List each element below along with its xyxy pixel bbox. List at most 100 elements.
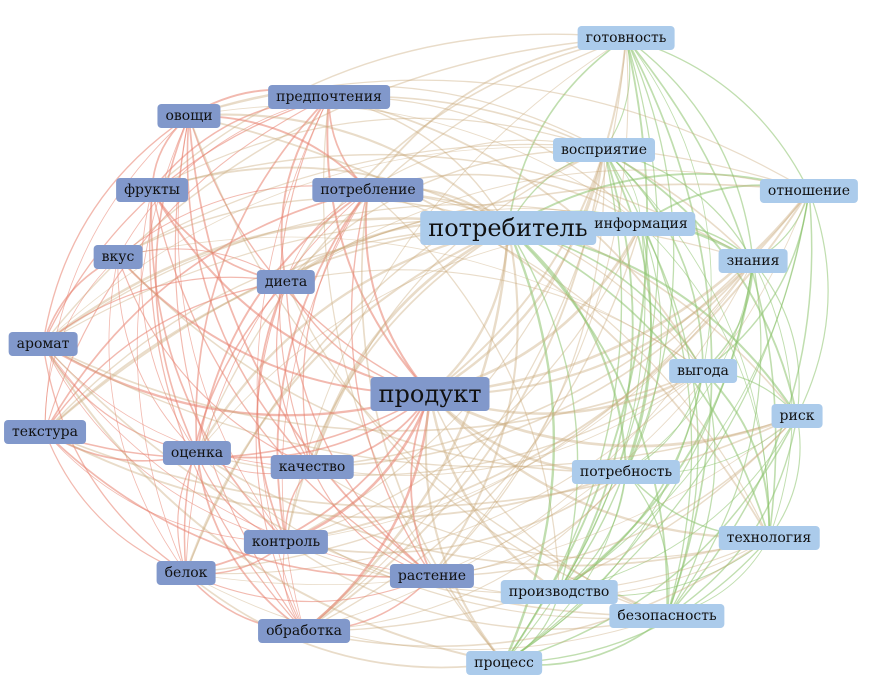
link: [666, 260, 762, 617]
node-label[interactable]: качество: [270, 455, 354, 479]
node-label[interactable]: выгода: [669, 359, 737, 383]
node-label[interactable]: знания: [718, 249, 788, 273]
link: [42, 37, 627, 345]
link: [42, 203, 642, 345]
node-label[interactable]: продукт: [370, 377, 490, 411]
link: [185, 393, 431, 574]
link: [702, 370, 771, 539]
node-label[interactable]: белок: [156, 561, 216, 585]
link: [185, 572, 505, 669]
link: [558, 260, 754, 593]
node-label[interactable]: обработка: [258, 619, 350, 643]
link: [428, 393, 560, 594]
node-label[interactable]: овощи: [157, 104, 221, 128]
link: [285, 223, 642, 543]
link: [360, 189, 505, 664]
link: [185, 189, 369, 574]
link: [185, 572, 668, 651]
link: [285, 471, 627, 554]
link: [177, 452, 198, 574]
link: [285, 269, 704, 372]
link: [42, 343, 704, 432]
link: [149, 189, 305, 632]
node-label[interactable]: растение: [389, 564, 475, 588]
node-label[interactable]: диета: [256, 270, 316, 294]
node-label[interactable]: оценка: [162, 441, 232, 465]
link: [625, 37, 675, 473]
link: [117, 256, 198, 454]
link: [367, 189, 560, 593]
node-label[interactable]: технология: [718, 526, 820, 550]
link: [752, 260, 793, 539]
node-label[interactable]: производство: [500, 580, 618, 604]
link: [303, 471, 627, 632]
node-label[interactable]: контроль: [243, 530, 329, 554]
node-label[interactable]: аромат: [8, 332, 78, 356]
node-label[interactable]: готовность: [577, 26, 675, 50]
link: [44, 115, 190, 433]
link: [429, 393, 770, 540]
node-label[interactable]: фрукты: [116, 178, 188, 202]
link: [431, 415, 798, 577]
link: [151, 166, 509, 229]
link: [185, 149, 605, 574]
link: [140, 189, 198, 454]
link: [281, 189, 369, 632]
link: [625, 471, 670, 617]
link: [196, 452, 770, 567]
link: [303, 415, 798, 632]
link: [558, 223, 652, 593]
link: [303, 260, 754, 632]
node-label[interactable]: предпочтения: [268, 85, 390, 109]
node-label[interactable]: текстура: [4, 420, 86, 444]
link: [151, 189, 287, 283]
link: [311, 466, 770, 560]
link: [42, 343, 433, 577]
link: [188, 105, 642, 225]
link: [328, 96, 369, 191]
link: [44, 431, 627, 519]
link: [256, 96, 330, 632]
node-label[interactable]: информация: [586, 212, 696, 236]
link: [311, 149, 605, 468]
node-label[interactable]: потребность: [571, 460, 681, 484]
link: [303, 223, 642, 632]
link: [44, 415, 798, 508]
link: [255, 281, 305, 632]
link: [44, 393, 431, 459]
link: [44, 183, 810, 433]
link: [280, 96, 330, 283]
node-label[interactable]: потребление: [312, 178, 424, 202]
link: [303, 537, 770, 647]
link: [285, 227, 509, 543]
node-label[interactable]: риск: [771, 404, 823, 428]
link: [44, 431, 433, 578]
link: [364, 189, 431, 395]
link: [503, 260, 754, 664]
link: [625, 223, 662, 473]
link: [507, 227, 579, 593]
link: [311, 260, 754, 468]
link: [429, 393, 668, 617]
link: [507, 37, 627, 229]
link: [117, 256, 627, 473]
link: [328, 95, 754, 262]
link: [42, 276, 287, 345]
link: [503, 415, 798, 664]
link: [752, 260, 800, 417]
link: [503, 190, 810, 664]
node-label[interactable]: безопасность: [609, 604, 725, 628]
link: [796, 190, 829, 417]
link: [117, 143, 810, 258]
link: [603, 37, 631, 151]
node-label[interactable]: отношение: [759, 179, 859, 203]
link: [285, 169, 810, 283]
node-label[interactable]: процесс: [466, 651, 542, 675]
node-label[interactable]: восприятие: [553, 138, 655, 162]
node-label[interactable]: вкус: [93, 245, 143, 269]
link: [768, 415, 801, 539]
link: [625, 37, 713, 617]
link: [185, 415, 798, 585]
node-label[interactable]: потребитель: [420, 211, 596, 245]
